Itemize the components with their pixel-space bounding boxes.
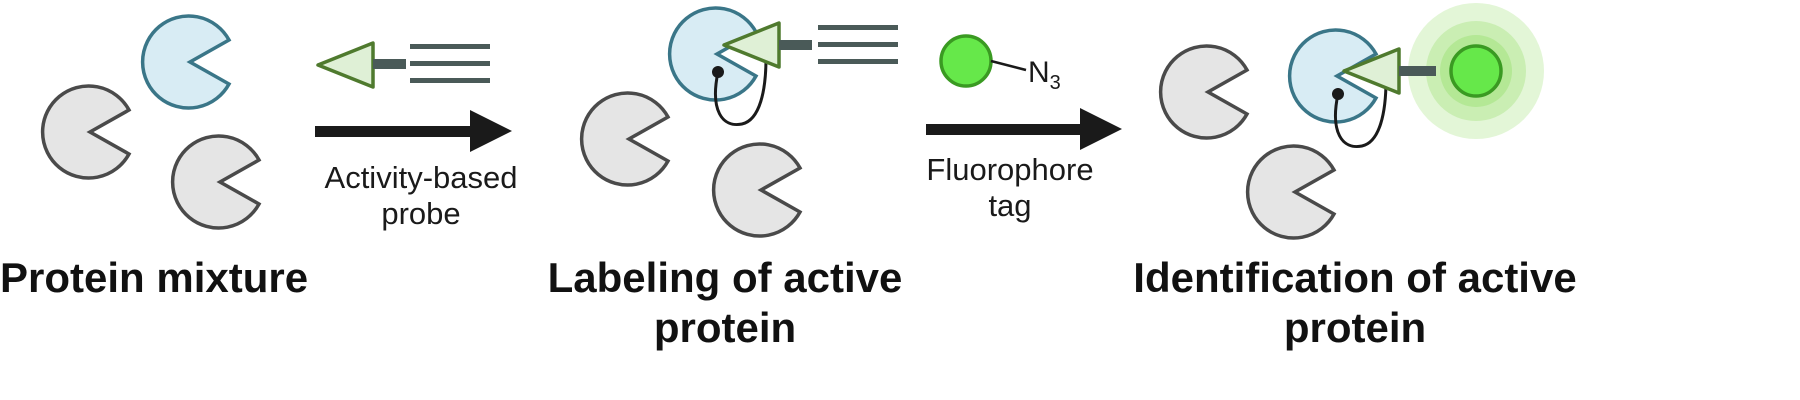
inactive-protein-icon <box>579 91 670 187</box>
arrow-1-label: Activity-based probe <box>305 160 537 232</box>
reaction-arrow <box>926 108 1122 150</box>
activity-based-probe-icon <box>316 41 490 89</box>
azide-subscript: 3 <box>1049 72 1061 94</box>
stage-3-title-line2: protein <box>1283 304 1427 351</box>
arrow-1-label-line1: Activity-based <box>324 160 518 195</box>
bound-probe-icon <box>712 21 898 127</box>
stage-3-title: Identification of active protein <box>1125 253 1585 353</box>
stage-2-title-line2: protein <box>653 304 797 351</box>
stage-2-title-line1: Labeling of active <box>547 254 903 301</box>
fluorophore-azide-icon <box>939 34 1027 88</box>
active-protein-icon <box>140 14 231 110</box>
azide-label: N3 <box>1028 56 1061 95</box>
stage-1-title: Protein mixture <box>0 254 309 301</box>
inactive-protein-icon <box>1245 144 1336 240</box>
fluorophore-icon <box>1449 44 1503 98</box>
azide-symbol: N <box>1028 56 1050 89</box>
reaction-arrow <box>315 110 512 152</box>
arrow-2-label-line2: tag <box>988 188 1032 223</box>
inactive-protein-icon <box>40 84 131 180</box>
stage-2-title: Labeling of active protein <box>540 253 910 353</box>
arrow-1-label-line2: probe <box>381 196 461 231</box>
inactive-protein-icon <box>1158 44 1249 140</box>
inactive-protein-icon <box>170 134 261 230</box>
arrow-2-label-line1: Fluorophore <box>926 152 1094 187</box>
arrow-2-label: Fluorophore tag <box>910 152 1110 224</box>
stage-3-title-line1: Identification of active <box>1133 254 1577 301</box>
labeled-probe-icon <box>1332 44 1503 149</box>
inactive-protein-icon <box>711 142 802 238</box>
